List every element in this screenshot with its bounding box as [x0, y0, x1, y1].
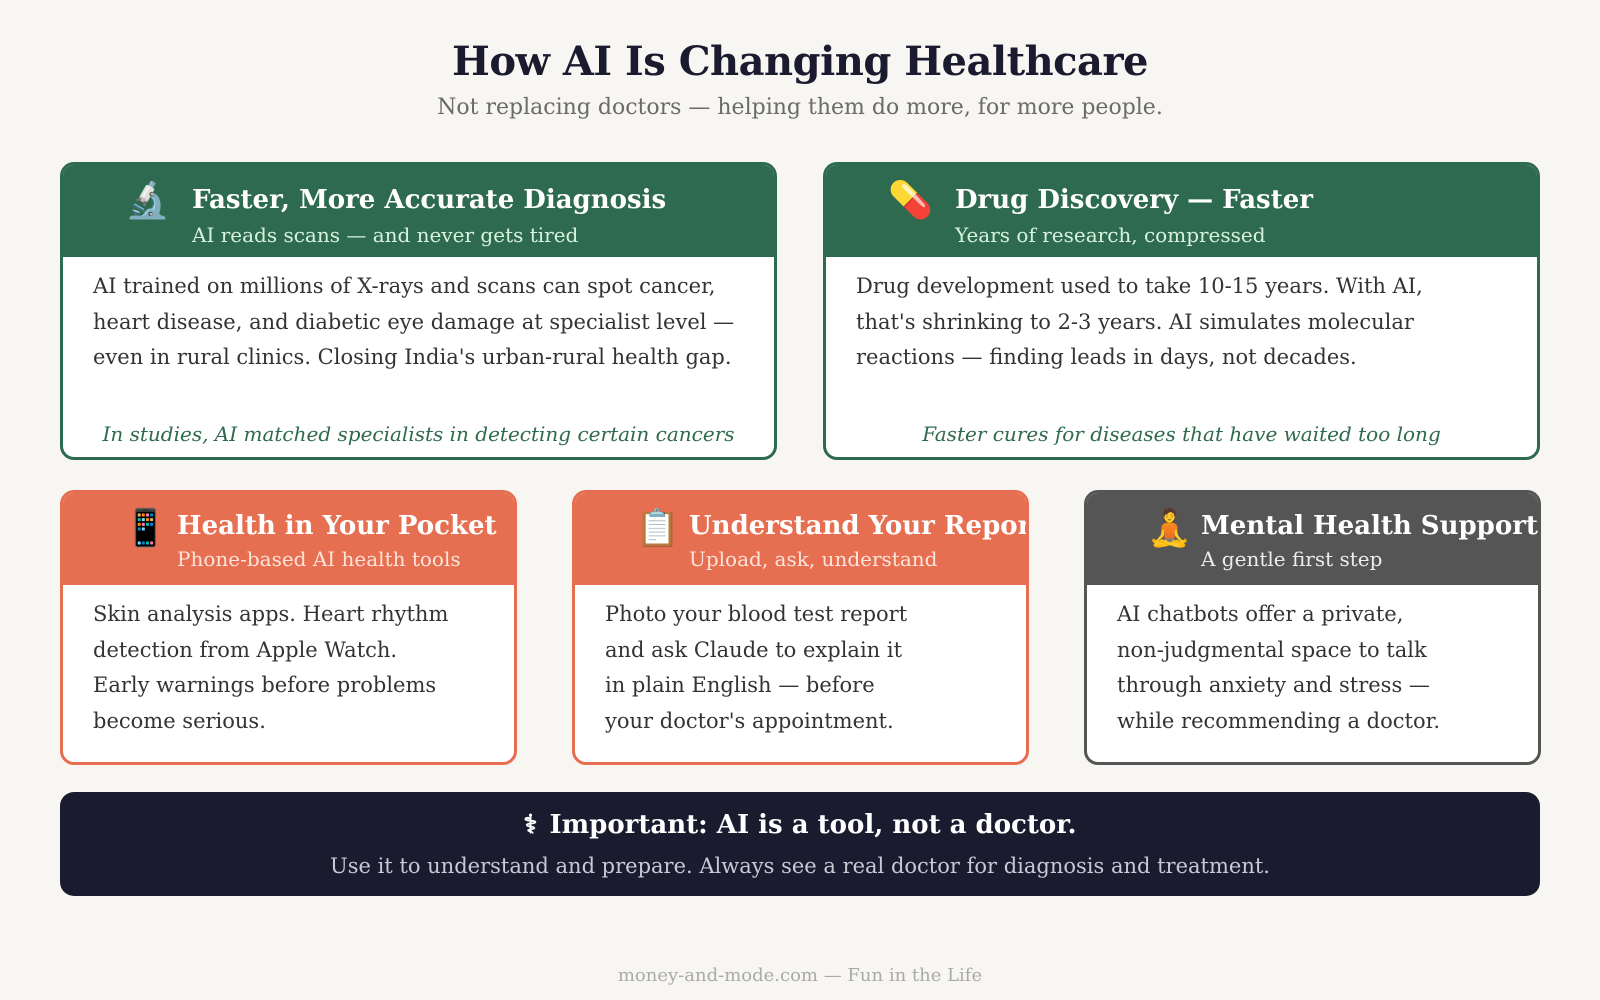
- card-body-line: AI trained on millions of X-rays and sca…: [93, 274, 716, 298]
- card-body-line: through anxiety and stress —: [1117, 673, 1430, 697]
- card-title: Health in Your Pocket: [177, 511, 497, 541]
- card-subtitle: Upload, ask, understand: [689, 547, 938, 571]
- clipboard-icon: 📋: [635, 508, 680, 549]
- card-body: Photo your blood test report and ask Cla…: [605, 597, 907, 739]
- page-subtitle: Not replacing doctors — helping them do …: [437, 95, 1163, 120]
- card-body: Drug development used to take 10-15 year…: [856, 269, 1423, 376]
- card-header: 🧘 Mental Health Support A gentle first s…: [1087, 493, 1538, 585]
- card-health-pocket: 📱 Health in Your Pocket Phone-based AI h…: [60, 490, 517, 765]
- card-subtitle: A gentle first step: [1201, 547, 1383, 571]
- card-body: AI trained on millions of X-rays and sca…: [93, 269, 734, 376]
- card-header: 🔬 Faster, More Accurate Diagnosis AI rea…: [63, 165, 774, 257]
- card-note: Faster cures for diseases that have wait…: [922, 422, 1441, 446]
- meditation-icon: 🧘: [1147, 508, 1192, 549]
- card-body-line: Skin analysis apps. Heart rhythm: [93, 602, 449, 626]
- card-body-line: in plain English — before: [605, 673, 875, 697]
- banner-text: Use it to understand and prepare. Always…: [330, 854, 1270, 878]
- card-body-line: that's shrinking to 2-3 years. AI simula…: [856, 309, 1414, 334]
- card-header: 💊 Drug Discovery — Faster Years of resea…: [826, 165, 1537, 257]
- page-title: How AI Is Changing Healthcare: [452, 38, 1148, 85]
- card-drug-discovery: 💊 Drug Discovery — Faster Years of resea…: [823, 162, 1540, 460]
- card-header: 📋 Understand Your Reports Upload, ask, u…: [575, 493, 1026, 585]
- card-header: 📱 Health in Your Pocket Phone-based AI h…: [63, 493, 514, 585]
- card-body-line: become serious.: [93, 708, 266, 733]
- card-reports: 📋 Understand Your Reports Upload, ask, u…: [572, 490, 1029, 765]
- banner-title-text: Important: AI is a tool, not a doctor.: [549, 810, 1077, 840]
- microscope-icon: 🔬: [125, 180, 170, 221]
- card-diagnosis: 🔬 Faster, More Accurate Diagnosis AI rea…: [60, 162, 777, 460]
- card-body: Skin analysis apps. Heart rhythm detecti…: [93, 597, 448, 739]
- pill-icon: 💊: [888, 180, 933, 221]
- card-mental-health: 🧘 Mental Health Support A gentle first s…: [1084, 490, 1541, 765]
- card-body-line: your doctor's appointment.: [605, 708, 894, 733]
- card-note: In studies, AI matched specialists in de…: [102, 422, 735, 446]
- card-title: Understand Your Reports: [689, 511, 1029, 541]
- card-body-line: heart disease, and diabetic eye damage a…: [93, 309, 735, 334]
- footer-credit: money-and-mode.com — Fun in the Life: [617, 965, 983, 986]
- card-body-line: detection from Apple Watch.: [93, 637, 398, 662]
- card-body-line: and ask Claude to explain it: [605, 637, 903, 662]
- medical-staff-icon: ⚕: [523, 810, 538, 840]
- card-title: Drug Discovery — Faster: [955, 185, 1313, 215]
- card-subtitle: AI reads scans — and never gets tired: [192, 223, 579, 247]
- banner-title: ⚕ Important: AI is a tool, not a doctor.: [60, 810, 1540, 840]
- card-body-line: non-judgmental space to talk: [1117, 637, 1427, 662]
- card-body-line: Photo your blood test report: [605, 602, 908, 626]
- card-body-line: Early warnings before problems: [93, 673, 437, 697]
- card-body-line: Drug development used to take 10-15 year…: [856, 274, 1423, 298]
- header: How AI Is Changing Healthcare Not replac…: [0, 38, 1600, 120]
- card-subtitle: Phone-based AI health tools: [177, 547, 461, 571]
- card-body: AI chatbots offer a private, non-judgmen…: [1117, 597, 1440, 739]
- mobile-phone-icon: 📱: [123, 508, 168, 549]
- card-title: Faster, More Accurate Diagnosis: [192, 185, 667, 215]
- card-title: Mental Health Support: [1201, 511, 1538, 541]
- card-body-line: even in rural clinics. Closing India's u…: [93, 345, 732, 369]
- card-body-line: while recommending a doctor.: [1117, 708, 1441, 733]
- card-body-line: AI chatbots offer a private,: [1117, 602, 1404, 626]
- important-banner: ⚕Important: AI is a tool, not a doctor. …: [60, 792, 1540, 896]
- card-body-line: reactions — finding leads in days, not d…: [856, 345, 1357, 369]
- card-subtitle: Years of research, compressed: [955, 223, 1266, 247]
